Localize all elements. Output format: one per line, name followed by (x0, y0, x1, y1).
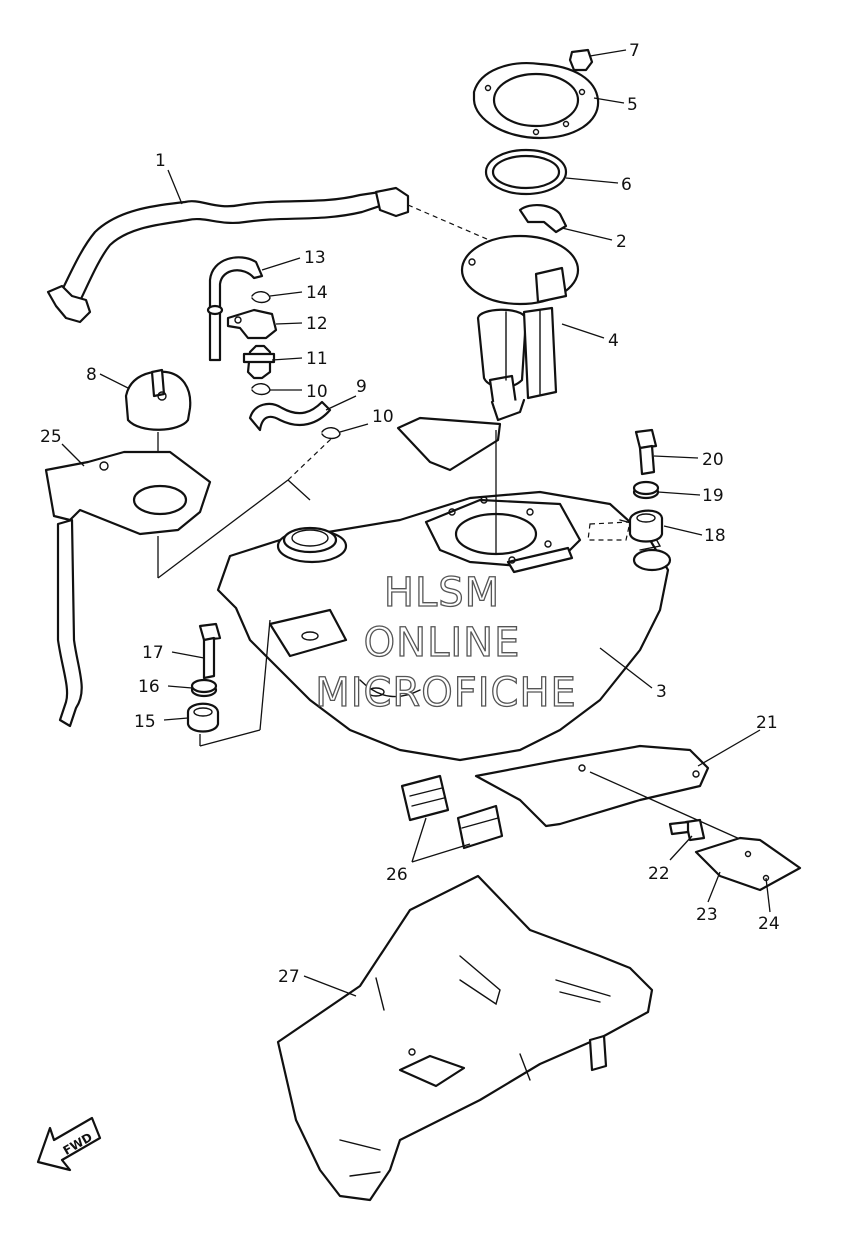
part-23-24-small-guard[interactable] (694, 836, 802, 892)
part-6-gasket[interactable] (484, 148, 568, 196)
part-2-connector-clip[interactable] (518, 204, 568, 234)
part-18-damper[interactable] (628, 509, 664, 543)
guard-link-line (589, 771, 743, 841)
part-22-bolt[interactable] (668, 818, 706, 842)
part-20-bolt[interactable] (634, 428, 658, 476)
callout-18: 18 (704, 526, 726, 546)
mount-link-line-b (199, 729, 261, 747)
callout-27: 27 (278, 967, 300, 987)
callout-3: 3 (656, 682, 667, 702)
fwd-direction-arrow: FWD (36, 1116, 102, 1172)
callout-20: 20 (702, 450, 724, 470)
callout-9: 9 (356, 377, 367, 397)
callout-24: 24 (758, 914, 780, 934)
part-9-hose[interactable] (248, 400, 332, 432)
callout-12: 12 (306, 314, 328, 334)
callout-13: 13 (304, 248, 326, 268)
callout-10-lower: 10 (372, 407, 394, 427)
part-14-clip[interactable] (251, 291, 271, 304)
callout-6: 6 (621, 175, 632, 195)
watermark-line-2: ONLINE (364, 620, 521, 666)
callout-7: 7 (629, 41, 640, 61)
callout-15: 15 (134, 712, 156, 732)
callout-14: 14 (306, 283, 328, 303)
tray-link-line-b (157, 479, 289, 579)
part-25-drain-tray[interactable] (44, 450, 212, 728)
callout-19: 19 (702, 486, 724, 506)
part-27-under-cover[interactable] (276, 874, 654, 1202)
part-8-fuel-cap[interactable] (124, 368, 192, 431)
callout-4: 4 (608, 331, 619, 351)
part-21-heat-guard[interactable] (474, 744, 710, 828)
callout-23: 23 (696, 905, 718, 925)
callout-leaders (61, 49, 771, 997)
part-12-bracket[interactable] (226, 308, 278, 340)
callout-22: 22 (648, 864, 670, 884)
callout-21: 21 (756, 713, 778, 733)
callout-2: 2 (616, 232, 627, 252)
callout-16: 16 (138, 677, 160, 697)
part-15-damper[interactable] (186, 702, 220, 733)
part-11-valve[interactable] (242, 344, 276, 380)
part-5-plate[interactable] (472, 62, 600, 140)
callout-5: 5 (627, 95, 638, 115)
callout-11: 11 (306, 349, 328, 369)
callout-10-upper: 10 (306, 382, 328, 402)
part-16-collar[interactable] (190, 678, 218, 698)
callout-25: 25 (40, 427, 62, 447)
callout-17: 17 (142, 643, 164, 663)
part-3-fuel-tank[interactable] (216, 490, 672, 762)
part-26-damper-right[interactable] (456, 804, 504, 850)
watermark: HLSM ONLINE MICROFICHE (315, 569, 577, 716)
watermark-line-1: HLSM (384, 570, 500, 616)
callout-8: 8 (86, 365, 97, 385)
part-26-damper-left[interactable] (400, 774, 450, 822)
part-10-clip-upper[interactable] (251, 383, 271, 396)
part-19-collar[interactable] (632, 480, 660, 500)
part-17-bolt[interactable] (198, 622, 222, 680)
mount-link-line-c (259, 619, 271, 731)
watermark-line-3: MICROFICHE (315, 670, 577, 716)
callout-labels: 1 2 3 4 5 6 7 8 9 10 10 11 12 13 14 15 1… (40, 41, 780, 987)
callout-1: 1 (155, 151, 166, 171)
callout-26: 26 (386, 865, 408, 885)
part-10-clip-lower[interactable] (321, 427, 341, 440)
neck-link-line-2 (287, 479, 311, 501)
part-13-breather-hose[interactable] (206, 256, 264, 362)
neck-link-line (287, 437, 333, 481)
part-4-fuel-pump[interactable] (396, 234, 580, 472)
part-7-bolt[interactable] (568, 48, 594, 72)
part-1-fuel-hose[interactable] (46, 186, 410, 324)
